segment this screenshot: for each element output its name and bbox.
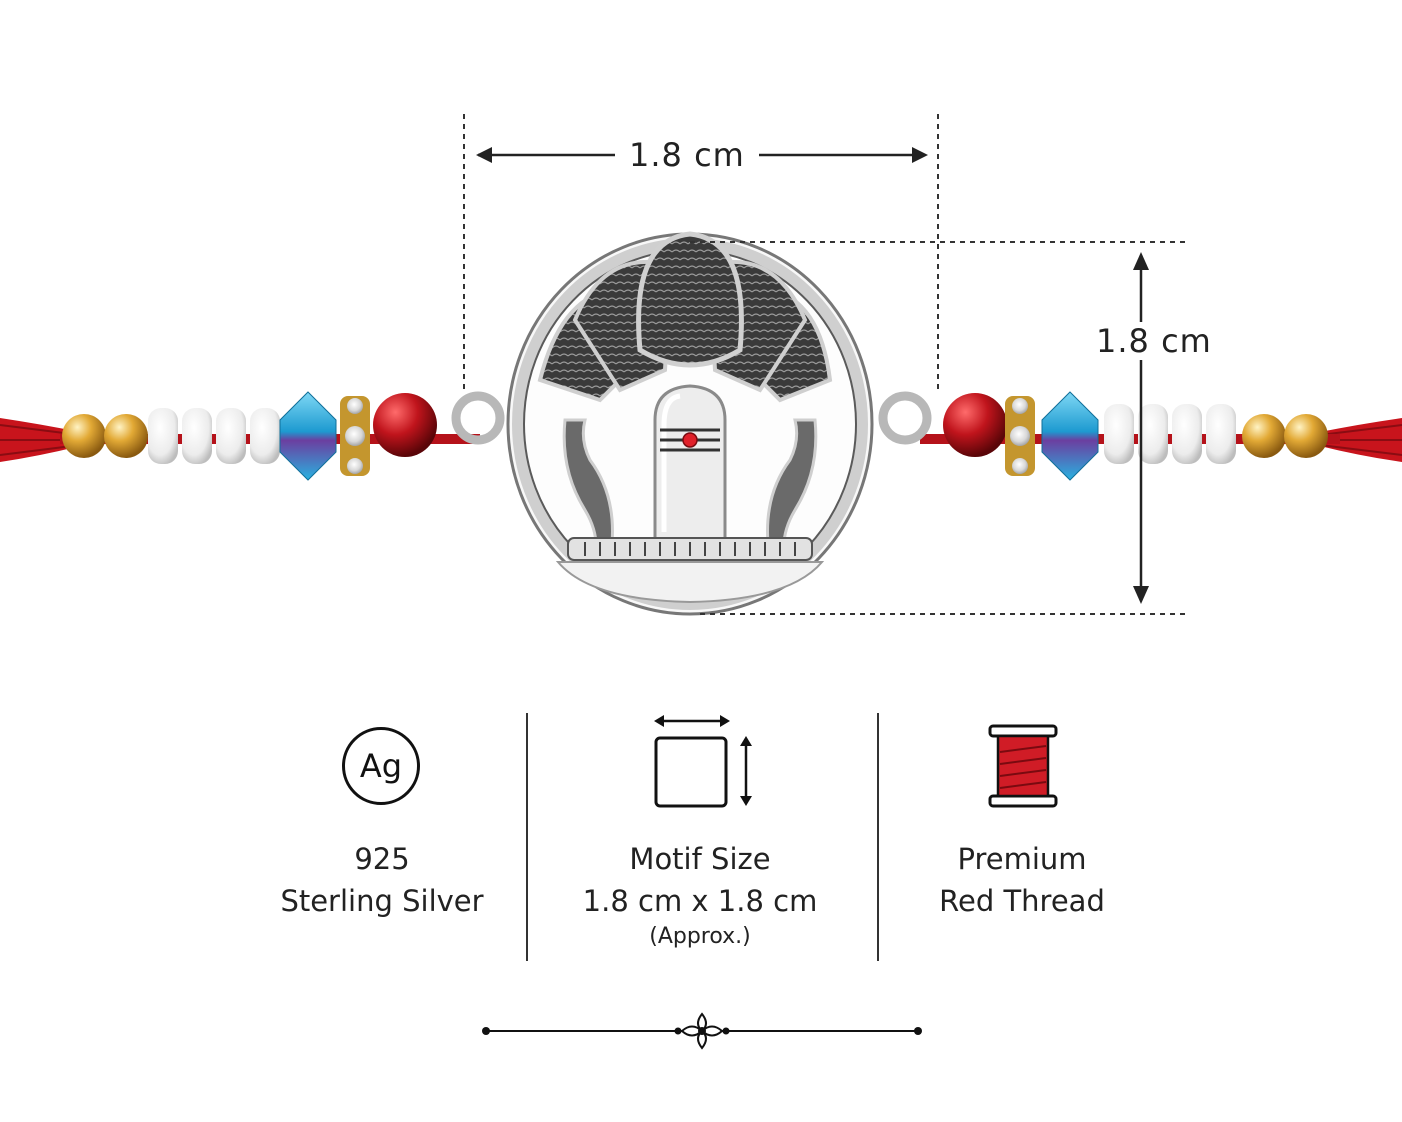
thread-spool-icon (988, 724, 1058, 808)
beads-left (62, 391, 437, 481)
feature-thread: Premium Red Thread (900, 838, 1144, 922)
feature-motif-size: Motif Size 1.8 cm x 1.8 cm (Approx.) (560, 838, 840, 952)
divider-2 (877, 713, 879, 961)
height-label: 1.8 cm (1082, 322, 1226, 360)
width-label: 1.8 cm (615, 136, 759, 174)
feature-motif-line3: (Approx.) (649, 924, 751, 949)
rakhi-illustration (0, 114, 1402, 616)
feature-silver-line1: 925 (354, 842, 410, 876)
feature-silver: 925 Sterling Silver (262, 838, 502, 922)
feature-motif-line1: Motif Size (629, 842, 771, 876)
feature-silver-line2: Sterling Silver (280, 884, 484, 918)
beads-right (943, 391, 1328, 481)
height-arrow (1133, 252, 1149, 604)
divider-1 (526, 713, 528, 961)
motif-size-icon (654, 715, 752, 808)
flourish-divider-icon (482, 1012, 922, 1050)
dimension-guides (463, 114, 1185, 615)
ag-icon: Ag (342, 727, 420, 805)
feature-thread-line1: Premium (957, 842, 1087, 876)
thread-right (1319, 418, 1402, 462)
feature-thread-line2: Red Thread (939, 884, 1105, 918)
feature-motif-line2: 1.8 cm x 1.8 cm (582, 884, 818, 918)
motif-pendant (451, 231, 932, 616)
